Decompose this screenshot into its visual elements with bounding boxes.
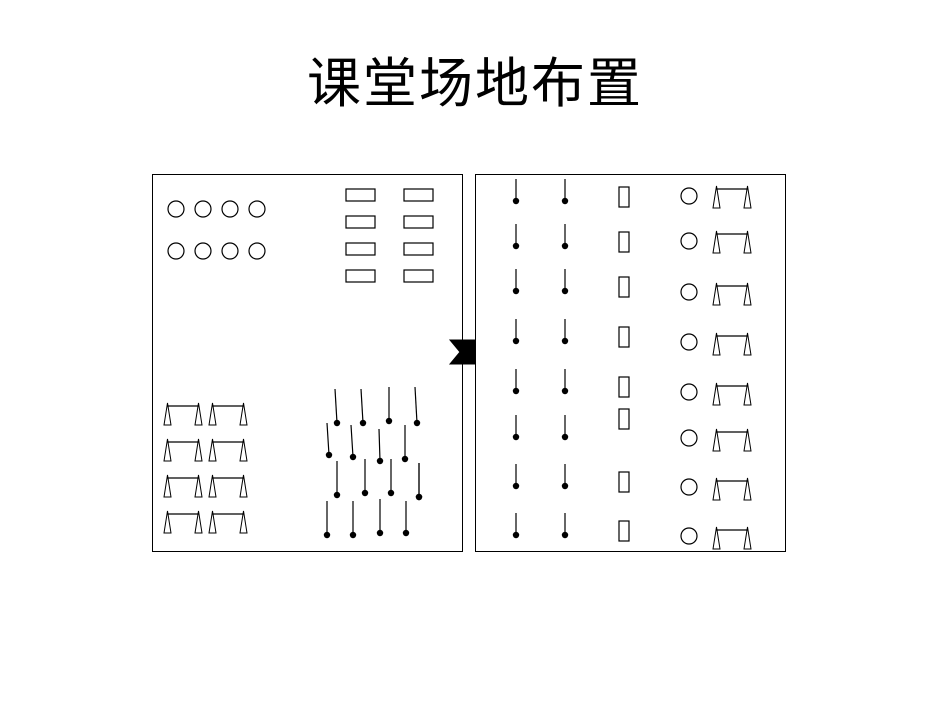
hurdle-icon — [208, 474, 248, 498]
mat-icon — [618, 408, 630, 430]
hurdle-icon — [163, 510, 203, 534]
hurdle-icon — [712, 282, 752, 306]
marker-pole-icon — [512, 224, 520, 250]
ball-icon — [194, 242, 212, 260]
marker-pole-icon — [512, 464, 520, 490]
mat-icon — [618, 471, 630, 493]
mat-icon — [618, 520, 630, 542]
hurdle-icon — [163, 438, 203, 462]
ball-icon — [194, 200, 212, 218]
mat-icon — [618, 186, 630, 208]
ball-icon — [680, 187, 698, 205]
marker-pole-icon — [512, 319, 520, 345]
marker-pole-icon — [512, 369, 520, 395]
mat-icon — [403, 188, 434, 202]
marker-pole-icon — [359, 388, 367, 427]
page-title: 课堂场地布置 — [307, 52, 643, 115]
marker-pole-icon — [561, 269, 569, 295]
panel-after-layout — [475, 174, 786, 552]
mat-icon — [345, 188, 376, 202]
marker-pole-icon — [415, 463, 423, 501]
marker-pole-icon — [561, 513, 569, 539]
marker-pole-icon — [349, 424, 357, 461]
hurdle-icon — [208, 510, 248, 534]
ball-icon — [680, 527, 698, 545]
marker-pole-icon — [512, 269, 520, 295]
ball-icon — [167, 200, 185, 218]
marker-pole-icon — [413, 386, 421, 427]
marker-pole-icon — [325, 422, 333, 459]
marker-pole-icon — [561, 369, 569, 395]
before-layout-drawing — [163, 188, 434, 539]
ball-icon — [167, 242, 185, 260]
ball-icon — [248, 242, 266, 260]
marker-pole-icon — [349, 501, 357, 539]
hurdle-icon — [712, 477, 752, 501]
marker-pole-icon — [512, 415, 520, 441]
ball-icon — [680, 232, 698, 250]
mat-icon — [345, 242, 376, 256]
mat-icon — [345, 269, 376, 283]
hurdle-icon — [712, 185, 752, 209]
marker-pole-icon — [512, 179, 520, 205]
mat-icon — [403, 242, 434, 256]
marker-pole-icon — [561, 415, 569, 441]
mat-icon — [618, 276, 630, 298]
ball-icon — [680, 478, 698, 496]
after-layout-drawing — [512, 179, 752, 550]
mat-icon — [403, 215, 434, 229]
marker-pole-icon — [376, 499, 384, 537]
hurdle-icon — [163, 474, 203, 498]
marker-pole-icon — [376, 428, 384, 465]
marker-pole-icon — [561, 179, 569, 205]
marker-pole-icon — [333, 388, 341, 427]
mat-icon — [618, 376, 630, 398]
ball-icon — [221, 242, 239, 260]
marker-pole-icon — [561, 224, 569, 250]
marker-pole-icon — [512, 513, 520, 539]
hurdle-icon — [163, 402, 203, 426]
ball-icon — [680, 383, 698, 401]
hurdle-icon — [712, 382, 752, 406]
mat-icon — [345, 215, 376, 229]
ball-icon — [680, 333, 698, 351]
mat-icon — [618, 231, 630, 253]
hurdle-icon — [712, 332, 752, 356]
marker-pole-icon — [361, 459, 369, 497]
marker-pole-icon — [561, 464, 569, 490]
ball-icon — [680, 429, 698, 447]
mat-icon — [618, 326, 630, 348]
hurdle-icon — [712, 526, 752, 550]
ball-icon — [680, 283, 698, 301]
marker-pole-icon — [385, 387, 393, 425]
ball-icon — [221, 200, 239, 218]
ball-icon — [248, 200, 266, 218]
marker-pole-icon — [401, 425, 409, 463]
mat-icon — [403, 269, 434, 283]
hurdle-icon — [712, 428, 752, 452]
marker-pole-icon — [561, 319, 569, 345]
marker-pole-icon — [323, 501, 331, 539]
panel-before-layout — [152, 174, 463, 552]
marker-pole-icon — [333, 461, 341, 499]
hurdle-icon — [208, 402, 248, 426]
marker-pole-icon — [387, 459, 395, 497]
hurdle-icon — [208, 438, 248, 462]
marker-pole-icon — [402, 501, 410, 537]
hurdle-icon — [712, 230, 752, 254]
